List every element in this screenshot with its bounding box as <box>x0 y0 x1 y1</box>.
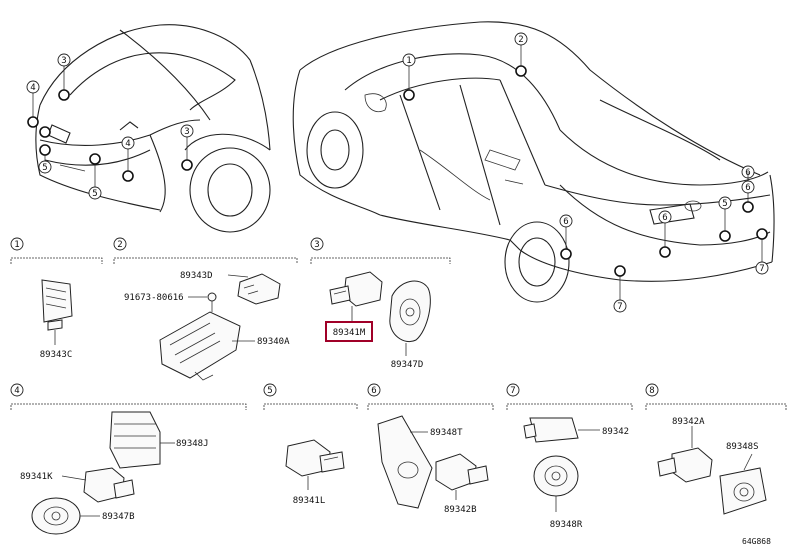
callout-number: 5 <box>722 199 727 209</box>
callout-front-3a: 3 <box>57 53 71 101</box>
callout-front-5a: 5 <box>38 144 52 174</box>
part-89342B: 89342B <box>435 453 489 515</box>
part-label: 89343C <box>40 350 73 360</box>
part-89341L: 89341L <box>285 439 345 506</box>
callout-number: 6 <box>563 217 568 227</box>
section-number: 5 <box>267 386 272 396</box>
rear-callouts: 1 2 6 6 6 5 <box>402 32 769 313</box>
part-89340A: 89340A <box>159 311 290 381</box>
part-label: 89343D <box>180 271 213 281</box>
callout-number: 7 <box>617 302 622 312</box>
part-89343C: 89343C <box>40 279 73 360</box>
part-label: 89347D <box>391 360 424 370</box>
section-number: 8 <box>649 386 654 396</box>
callout-number: 3 <box>61 56 66 66</box>
callout-front-4a: 4 <box>26 80 51 138</box>
section-1: 1 <box>10 237 103 264</box>
part-89348J: 89348J <box>109 411 209 469</box>
callout-rear-7a: 7 <box>613 265 627 313</box>
section-number: 7 <box>510 386 515 396</box>
callout-number: 3 <box>184 127 189 137</box>
callout-number: 4 <box>30 83 35 93</box>
section-7: 7 <box>506 383 633 410</box>
part-label: 89342A <box>672 417 705 427</box>
callout-rear-6a: 6 <box>559 214 573 260</box>
part-label: 91673-80616 <box>124 293 184 303</box>
callout-rear-1: 1 <box>402 53 416 101</box>
section-8: 8 <box>645 383 787 410</box>
callout-front-4b: 4 <box>121 136 135 182</box>
callout-number: 6 <box>662 213 667 223</box>
front-callouts: 3 4 4 3 5 <box>26 53 194 200</box>
part-label: 89348S <box>726 442 759 452</box>
part-label: 89341K <box>20 472 53 482</box>
callout-number: 4 <box>125 139 130 149</box>
section-4: 4 <box>10 383 247 410</box>
front-car-view <box>35 24 271 233</box>
section-number: 2 <box>117 240 122 250</box>
callout-rear-2: 2 <box>514 32 528 77</box>
part-label: 89340A <box>257 337 290 347</box>
part-label: 89348J <box>176 439 209 449</box>
part-label: 89347B <box>102 512 135 522</box>
callout-rear-7b: 7 <box>755 228 769 275</box>
part-89347D: 89347D <box>389 280 431 370</box>
part-label: 89341M <box>333 328 366 338</box>
part-89343D: 89343D <box>180 271 281 305</box>
part-89342A: 89342A <box>657 417 713 483</box>
callout-number: 7 <box>759 264 764 274</box>
part-label: 89342B <box>444 505 477 515</box>
part-label: 89341L <box>293 496 326 506</box>
part-label: 89348T <box>430 428 463 438</box>
callout-rear-6b: 6 <box>658 210 672 258</box>
figure-code: 64G868 <box>742 537 771 546</box>
part-label: 89342 <box>602 427 629 437</box>
section-6: 6 <box>367 383 494 410</box>
callout-number: 6 <box>745 183 750 193</box>
rear-car-view <box>292 21 775 303</box>
highlight-box <box>325 321 373 342</box>
callout-number: 2 <box>518 35 523 45</box>
section-number: 1 <box>14 240 19 250</box>
part-label: 89348R <box>550 520 583 530</box>
section-number: 6 <box>371 386 376 396</box>
section-number: 3 <box>314 240 319 250</box>
callout-number: 5 <box>92 189 97 199</box>
part-89348T: 89348T <box>377 415 463 509</box>
part-89342: 89342 <box>523 417 629 443</box>
part-91673-80616: 91673-80616 <box>124 292 217 312</box>
part-89348R: 89348R <box>533 455 583 530</box>
part-89341M: 89341M <box>325 271 383 342</box>
part-89341K: 89341K <box>20 467 135 503</box>
part-89348S: 89348S <box>719 442 767 515</box>
callout-number: 1 <box>406 56 411 66</box>
section-5: 5 <box>263 383 358 410</box>
part-89347B: 89347B <box>31 497 135 535</box>
section-2: 2 <box>113 237 298 264</box>
callout-rear-6d: 6 <box>741 172 755 194</box>
callout-front-5b: 5 <box>88 153 102 200</box>
callout-rear-5: 5 <box>718 196 732 242</box>
section-number: 4 <box>14 386 19 396</box>
section-3: 3 <box>310 237 451 264</box>
callout-front-3b: 3 <box>180 124 194 171</box>
callout-number: 5 <box>42 163 47 173</box>
